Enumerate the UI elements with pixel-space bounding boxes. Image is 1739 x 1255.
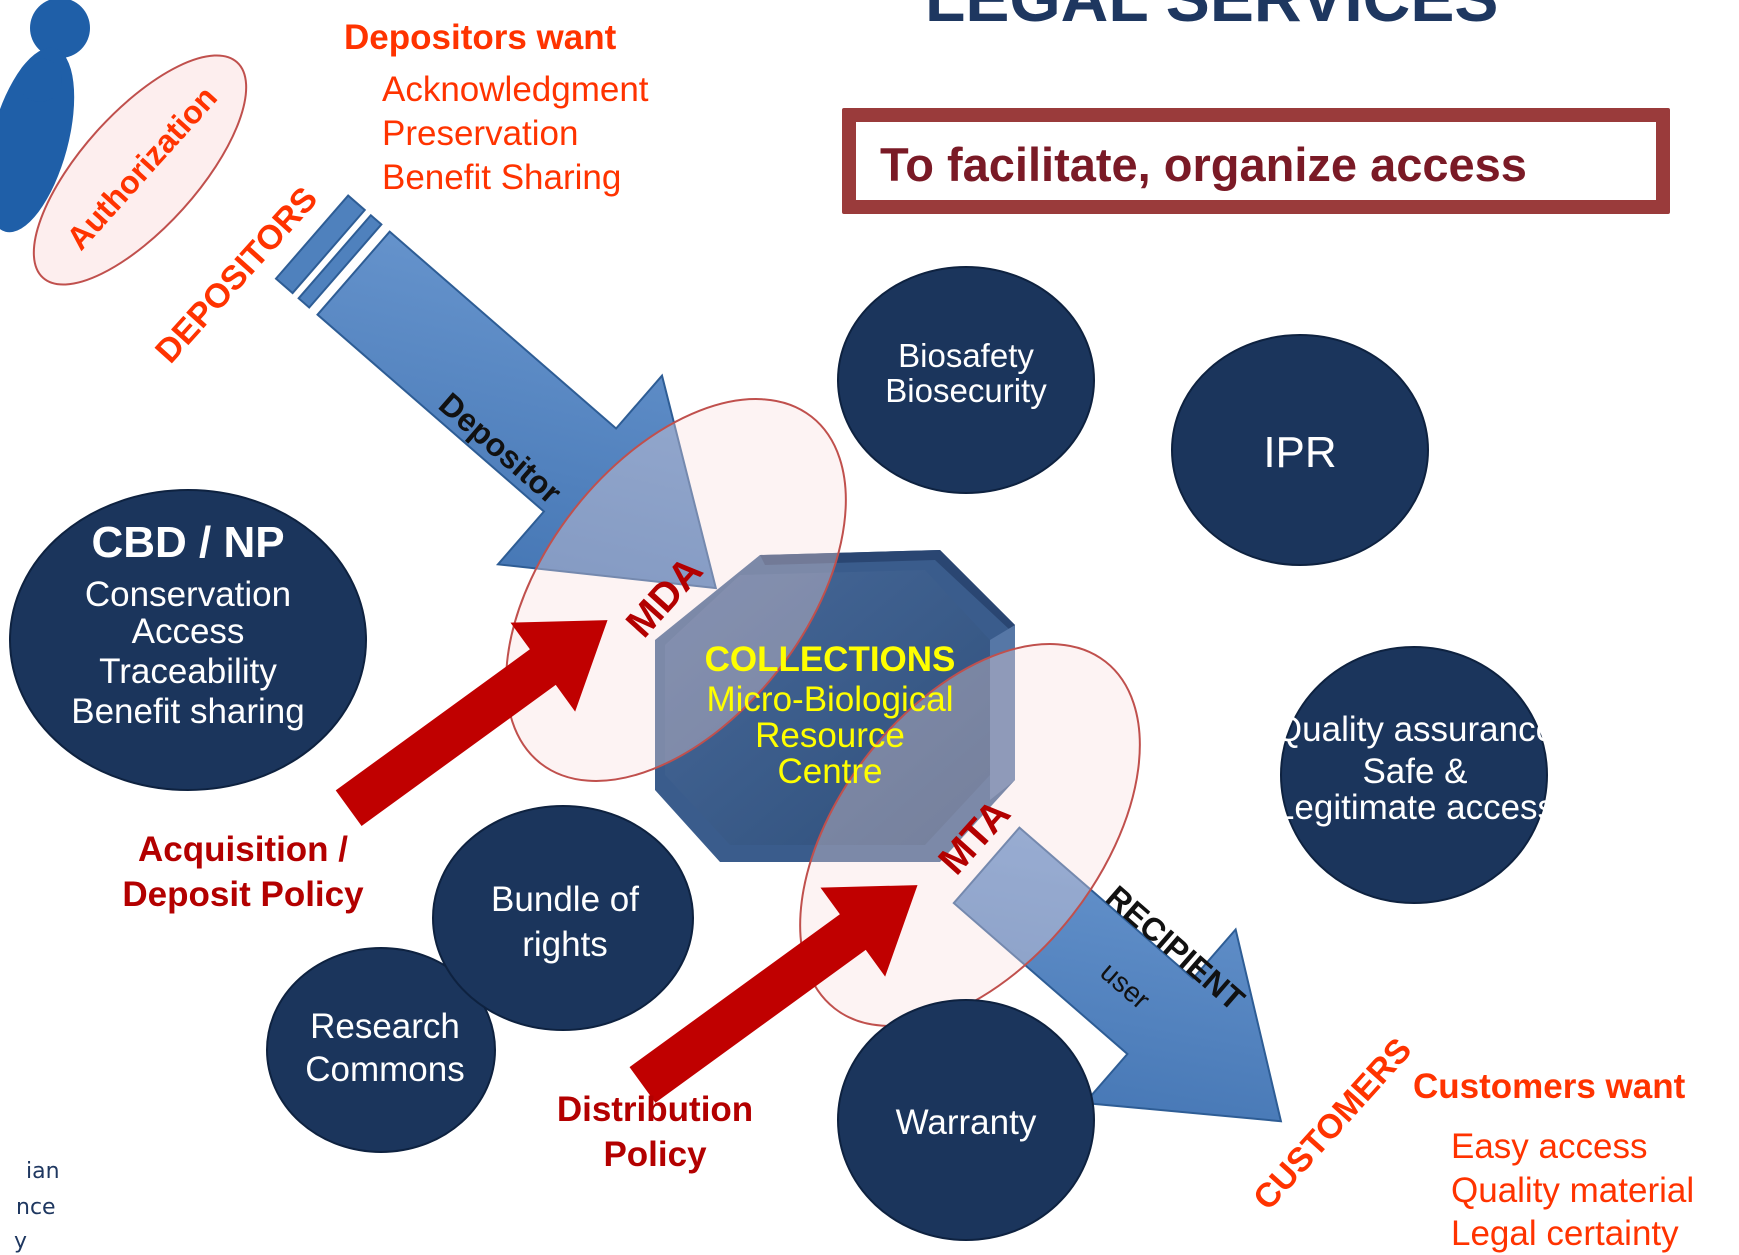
recipient-arrow (952, 826, 1283, 1123)
acquisition-policy-line: Deposit Policy (122, 875, 364, 914)
tagline-text: To facilitate, organize access (880, 138, 1527, 191)
acquisition-red-arrow (335, 620, 608, 826)
authorization-ellipse (32, 54, 248, 286)
logo-text-fragment: nce (16, 1195, 56, 1220)
bundle-line: rights (522, 925, 608, 964)
distribution-policy-line: Distribution (556, 1090, 754, 1129)
ipr-label: IPR (1263, 428, 1337, 477)
collections-line: Centre (777, 752, 883, 791)
depositors-want-item: Benefit Sharing (382, 158, 622, 197)
customers-want-item: Easy access (1451, 1127, 1648, 1166)
biosafety-circle (837, 266, 1095, 494)
depositor-arrow (274, 194, 718, 590)
depositors-want-item: Preservation (382, 114, 579, 153)
customers-want-item: Quality material (1451, 1171, 1695, 1210)
distribution-policy-line: Policy (603, 1135, 707, 1174)
logo-text-fragment: y (14, 1229, 28, 1254)
biosafety-line: Biosafety (898, 337, 1034, 374)
quality-line: Safe & (1362, 752, 1468, 791)
customers-want-item: Legal certainty (1451, 1214, 1679, 1253)
logo-text-fragment: ian (26, 1159, 60, 1184)
quality-circle (1280, 646, 1548, 904)
collections-line: Micro-Biological (706, 680, 954, 719)
research-circle (266, 947, 496, 1153)
collections-heading: COLLECTIONS (704, 640, 956, 679)
cbd-line: Benefit sharing (71, 692, 305, 731)
circles (9, 266, 1548, 1241)
mda-ellipse (505, 398, 847, 782)
cbd-heading: CBD / NP (91, 518, 285, 567)
distribution-red-arrow (629, 885, 918, 1103)
cbd-line: Conservation (84, 575, 292, 614)
warranty-circle (837, 999, 1095, 1241)
warranty-label: Warranty (895, 1103, 1037, 1142)
research-line: Commons (305, 1050, 465, 1089)
cbd-line: Access (131, 612, 245, 651)
logo-mark (0, 0, 90, 233)
depositors-want-heading: Depositors want (344, 18, 617, 57)
bundle-circle (432, 805, 694, 1031)
collections-octagon (655, 550, 1015, 862)
cbd-circle (9, 489, 367, 791)
cbd-line: Traceability (99, 652, 277, 691)
quality-line: Legitimate access (1274, 788, 1556, 827)
collections-line: Resource (755, 716, 905, 755)
research-line: Research (310, 1007, 460, 1046)
bundle-line: Bundle of (491, 880, 639, 919)
depositors-want-item: Acknowledgment (382, 70, 649, 109)
page-title: LEGAL SERVICES (925, 0, 1498, 36)
customers-want-heading: Customers want (1413, 1067, 1686, 1106)
biosafety-line: Biosecurity (885, 372, 1047, 409)
acquisition-policy-line: Acquisition / (138, 830, 348, 869)
ipr-circle (1171, 334, 1429, 566)
quality-line: Quality assurance (1274, 710, 1556, 749)
tagline-box (842, 108, 1670, 214)
